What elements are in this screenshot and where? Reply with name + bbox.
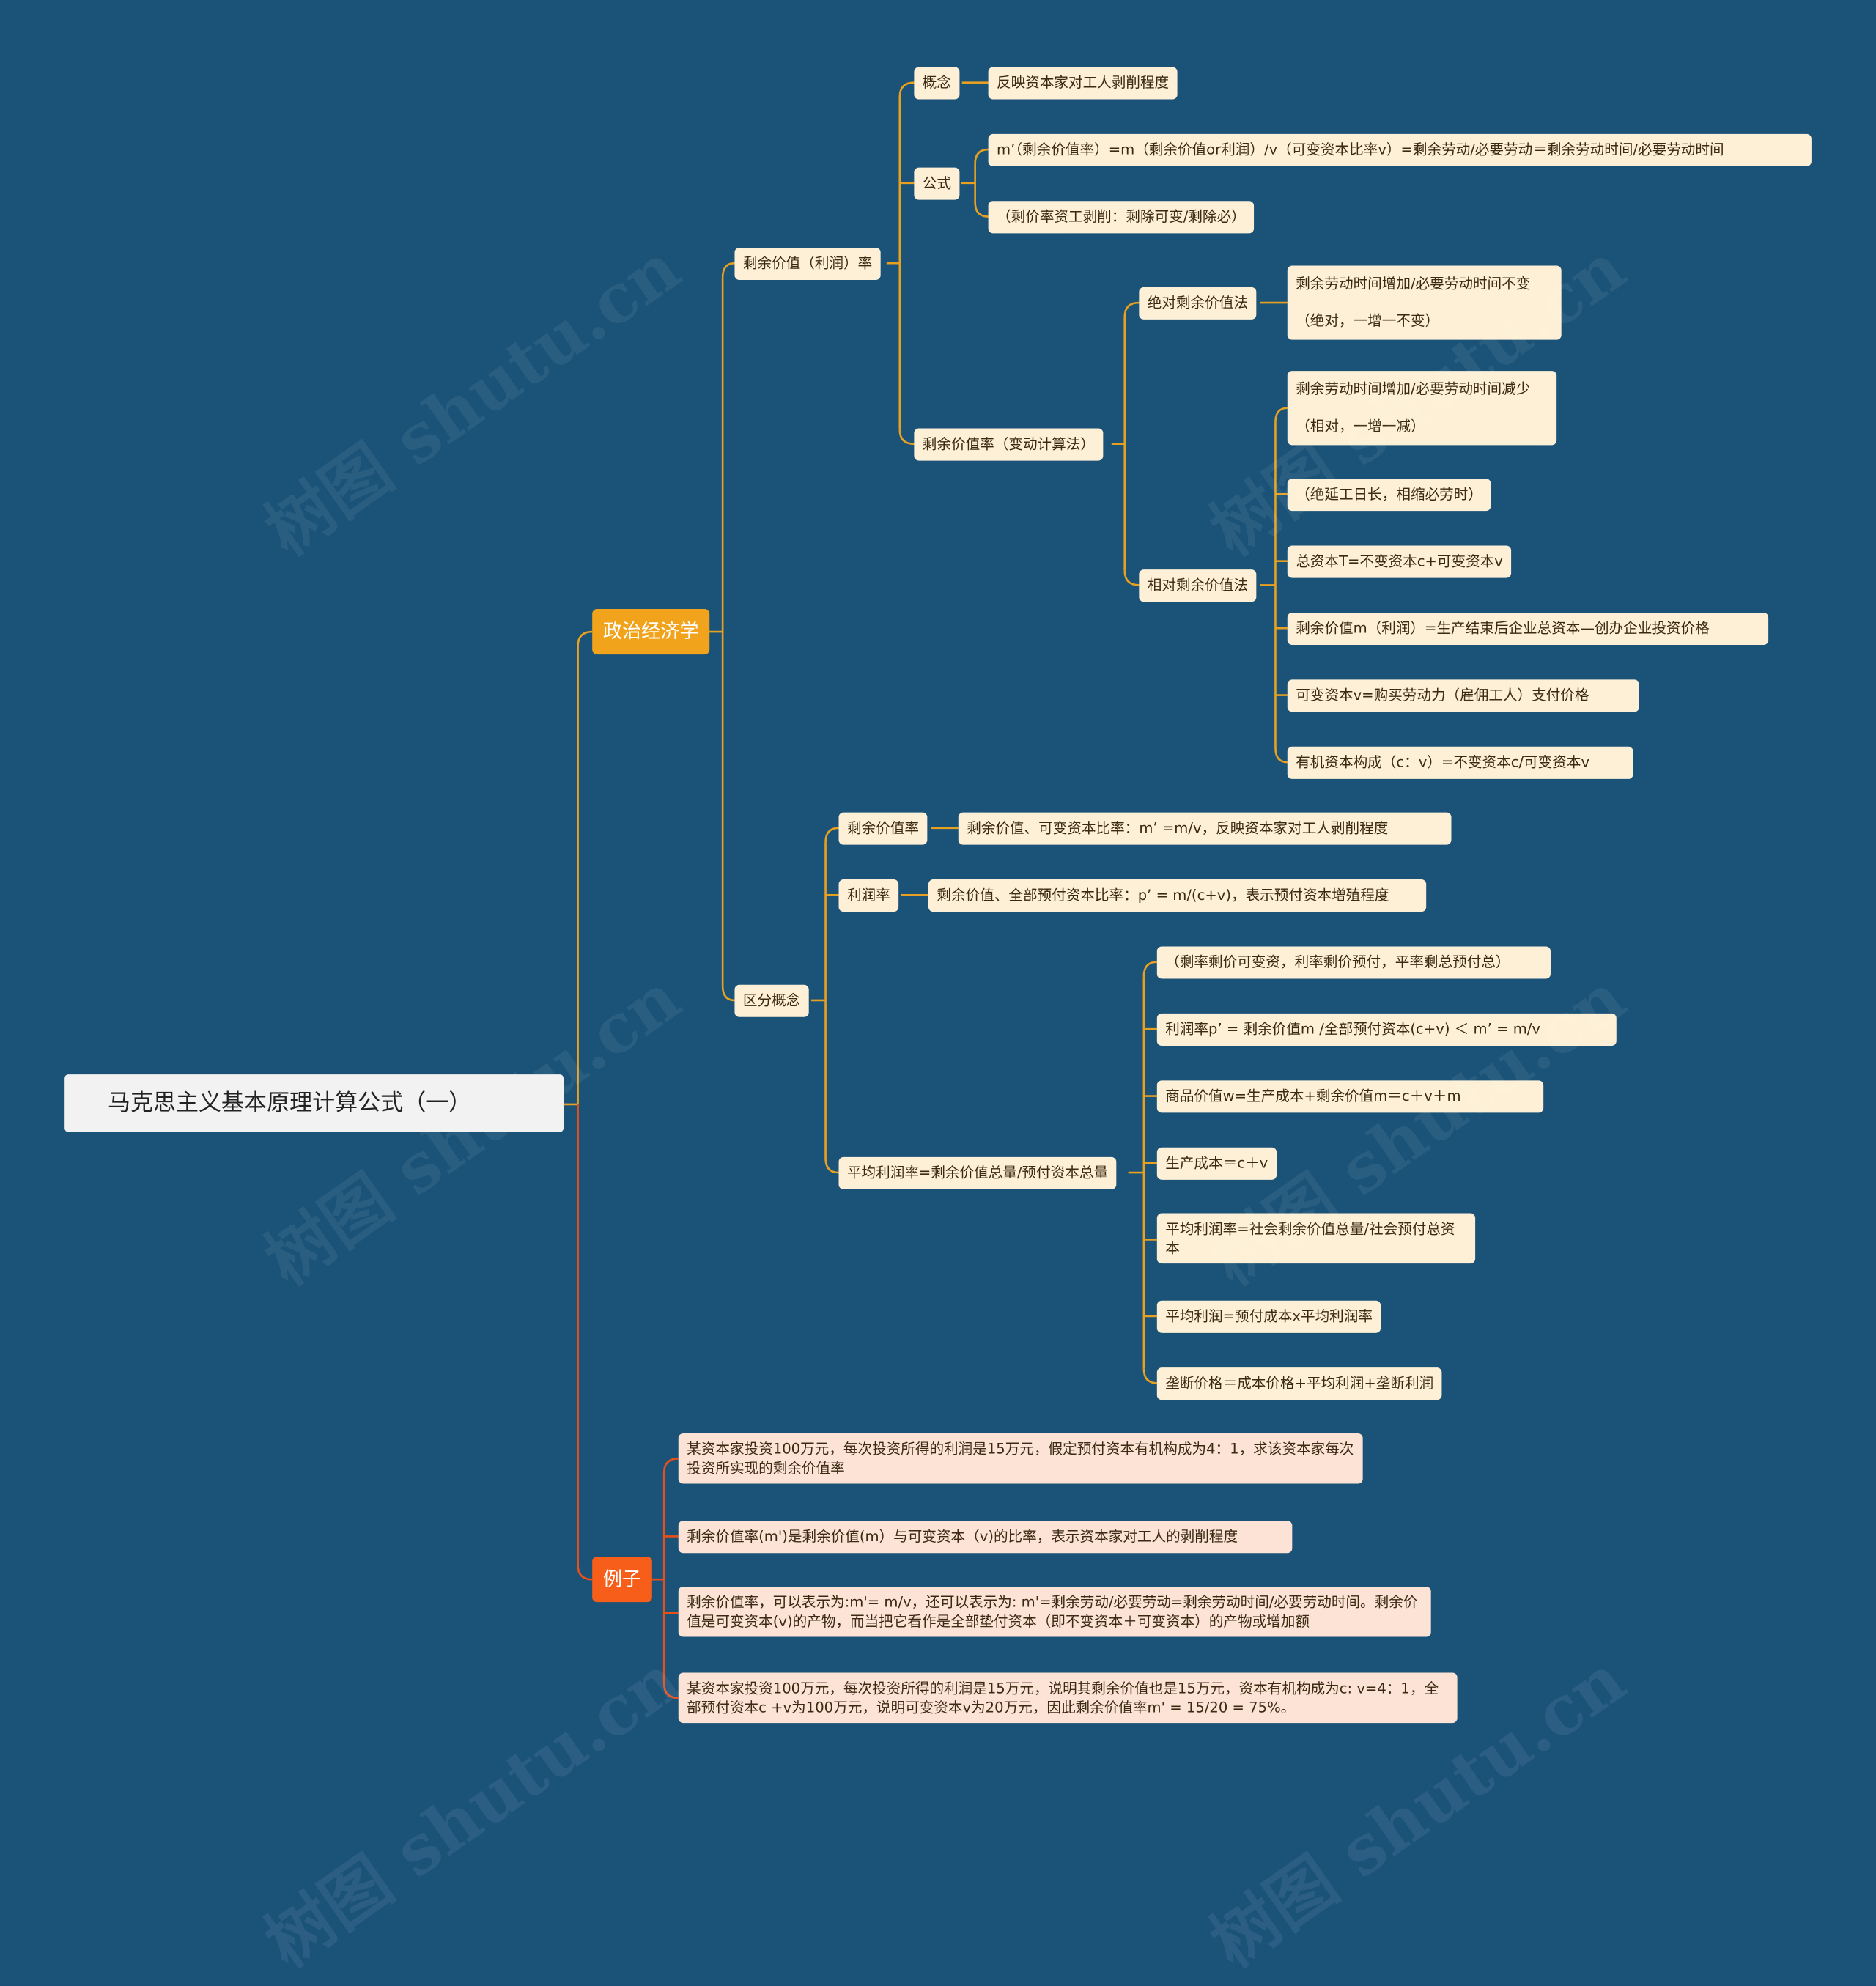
topic-surplus-value-rate[interactable]: 剩余价值率: [838, 812, 928, 845]
example-item[interactable]: 某资本家投资100万元，每次投资所得的利润是15万元，说明其剩余价值也是15万元…: [678, 1672, 1458, 1724]
topic-surplus-rate[interactable]: 剩余价值（利润）率: [734, 247, 881, 281]
absolute-method-desc[interactable]: 剩余劳动时间增加/必要劳动时间不变 （绝对，一增一不变）: [1287, 265, 1562, 340]
relative-item[interactable]: 剩余价值m（利润）=生产结束后企业总资本—创办企业投资价格: [1287, 612, 1769, 646]
avg-item[interactable]: 生产成本＝c＋v: [1156, 1147, 1277, 1180]
branch-examples[interactable]: 例子: [592, 1557, 652, 1603]
example-item[interactable]: 剩余价值率(m')是剩余价值(m）与可变资本（v)的比率，表示资本家对工人的剥削…: [678, 1521, 1293, 1554]
mind-map: 马克思主义基本原理计算公式（一） 政治经济学 例子 剩余价值（利润）率 概念 反…: [64, 67, 1812, 1983]
topic-average-profit-rate[interactable]: 平均利润率=剩余价值总量/预付资本总量: [838, 1156, 1117, 1189]
avg-item[interactable]: （剩率剩价可变资，利率剩价预付，平率剩总预付总）: [1156, 946, 1551, 979]
relative-line-2: （相对，一增一减）: [1296, 417, 1425, 435]
avg-item[interactable]: 利润率p’ = 剩余价值m /全部预付资本(c+v) ＜ m’ = m/v: [1156, 1013, 1617, 1046]
relative-item[interactable]: 可变资本v=购买劳动力（雇佣工人）支付价格: [1287, 679, 1639, 712]
topic-formula[interactable]: 公式: [914, 167, 960, 200]
topic-calc-method[interactable]: 剩余价值率（变动计算法）: [914, 428, 1104, 461]
concept-text[interactable]: 反映资本家对工人剥削程度: [988, 67, 1178, 100]
formula-mnemonic[interactable]: （剩价率资工剥削：剩除可变/剩除必）: [988, 201, 1255, 234]
topic-profit-rate[interactable]: 利润率: [838, 879, 899, 912]
absolute-line-1: 剩余劳动时间增加/必要劳动时间不变: [1296, 275, 1531, 292]
branch-political-economy[interactable]: 政治经济学: [592, 609, 710, 655]
formula-text[interactable]: m’（剩余价值率）=m（剩余价值or利润）/v（可变资本比率v）=剩余劳动/必要…: [988, 133, 1812, 166]
topic-concept[interactable]: 概念: [914, 67, 960, 100]
root-topic[interactable]: 马克思主义基本原理计算公式（一）: [64, 1074, 564, 1132]
absolute-line-2: （绝对，一增一不变）: [1296, 312, 1440, 329]
profit-rate-text[interactable]: 剩余价值、全部预付资本比率：p’ = m/(c+v)，表示预付资本增殖程度: [928, 879, 1427, 912]
connector-lines: [564, 81, 1288, 1699]
avg-item[interactable]: 平均利润=预付成本x平均利润率: [1156, 1300, 1381, 1333]
relative-item[interactable]: 总资本T=不变资本c+可变资本v: [1287, 545, 1512, 578]
relative-line-1: 剩余劳动时间增加/必要劳动时间减少: [1296, 380, 1531, 398]
avg-item[interactable]: 平均利润率=社会剩余价值总量/社会预付总资本: [1156, 1213, 1476, 1264]
relative-item[interactable]: （绝延工日长，相缩必劳时）: [1287, 479, 1491, 512]
avg-item[interactable]: 商品价值w=生产成本+剩余价值m＝c＋v＋m: [1156, 1080, 1544, 1113]
topic-absolute-method[interactable]: 绝对剩余价值法: [1139, 287, 1257, 320]
topic-distinguish[interactable]: 区分概念: [734, 984, 809, 1017]
avg-item[interactable]: 垄断价格＝成本价格+平均利润+垄断利润: [1156, 1367, 1442, 1400]
surplus-value-rate-text[interactable]: 剩余价值、可变资本比率：m’ =m/v，反映资本家对工人剥削程度: [958, 812, 1452, 845]
relative-method-desc[interactable]: 剩余劳动时间增加/必要劳动时间减少 （相对，一增一减）: [1287, 371, 1557, 446]
example-item[interactable]: 某资本家投资100万元，每次投资所得的利润是15万元，假定预付资本有机构成为4：…: [678, 1433, 1363, 1484]
relative-item[interactable]: 有机资本构成（c：v）=不变资本c/可变资本v: [1287, 746, 1633, 779]
example-item[interactable]: 剩余价值率，可以表示为:m'= m/v，还可以表示为: m'=剩余劳动/必要劳动…: [678, 1586, 1431, 1637]
topic-relative-method[interactable]: 相对剩余价值法: [1139, 569, 1257, 602]
